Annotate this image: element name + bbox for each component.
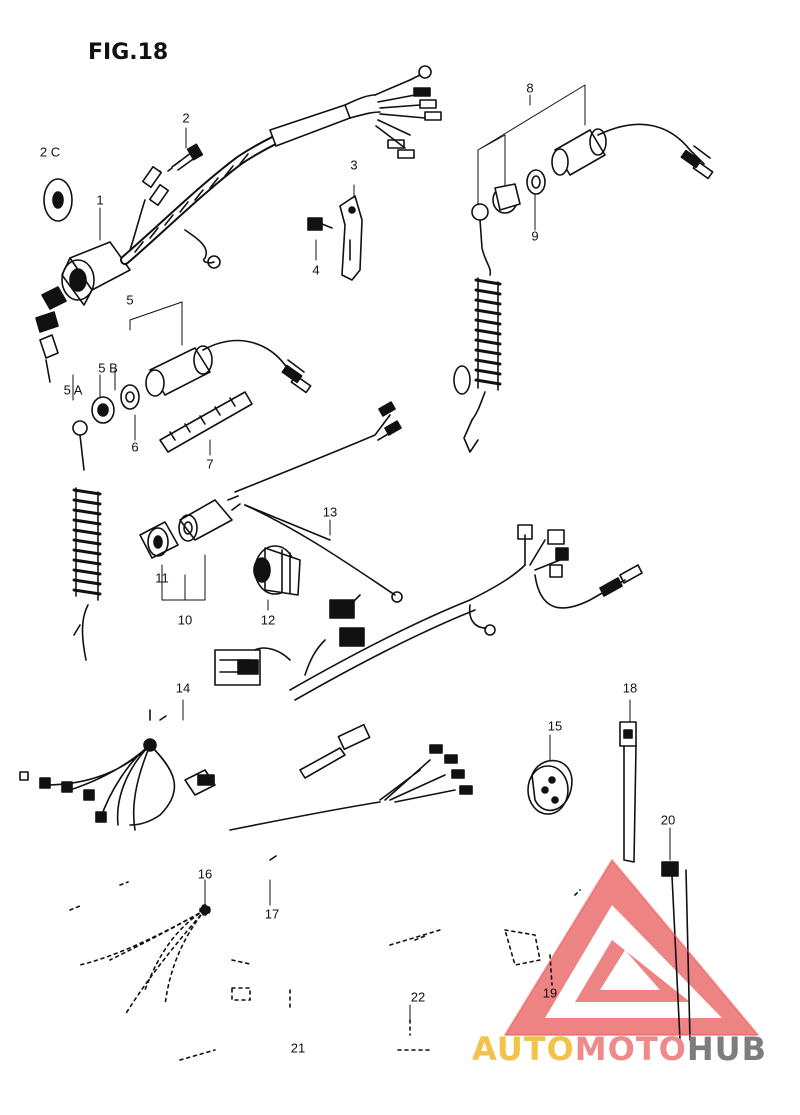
part-13-wire (244, 504, 331, 541)
callout-2: 2 (182, 110, 190, 126)
callout-19: 19 (542, 985, 558, 1001)
callout-11: 11 (155, 570, 169, 586)
watermark-text: AUTOMOTOHUB (472, 1030, 767, 1068)
callout-4: 4 (312, 262, 320, 278)
callout-16: 16 (197, 866, 213, 882)
part-19-piece (504, 889, 581, 986)
part-16-harness (69, 881, 211, 1016)
part-18-strap (619, 721, 637, 863)
part-5-switch (91, 339, 312, 424)
watermark-hub: HUB (686, 1030, 768, 1068)
callout-5a: 5 A (63, 382, 83, 398)
main-wire-harness (214, 401, 643, 701)
callout-7: 7 (206, 456, 214, 472)
part-5a-lanyard-coil (72, 420, 102, 661)
callout-22: 22 (410, 989, 426, 1005)
part-22-piece (179, 929, 441, 1061)
part-4-screw (307, 217, 333, 231)
part-12-grommet (253, 545, 301, 596)
leader-lines (72, 84, 671, 1021)
part-2c-washer (43, 178, 73, 222)
callout-12: 12 (260, 612, 276, 628)
ignition-harness (120, 65, 442, 269)
part-10-switch-body (178, 495, 241, 542)
callout-10: 10 (177, 612, 193, 628)
callout-17: 17 (264, 906, 280, 922)
callout-1: 1 (96, 192, 104, 208)
callout-15: 15 (547, 718, 563, 734)
callout-21: 21 (290, 1040, 306, 1056)
callout-14: 14 (175, 680, 191, 696)
callout-5b: 5 B (98, 360, 118, 376)
watermark-auto: AUTO (472, 1030, 575, 1068)
callout-5: 5 (126, 292, 134, 308)
callout-20: 20 (660, 812, 676, 828)
part-20-rod (661, 861, 691, 1041)
callout-8: 8 (526, 80, 534, 96)
watermark-moto: MOTO (574, 1030, 687, 1068)
part-8-lanyard-coil (453, 203, 502, 453)
part-2-screw (167, 143, 204, 172)
part-21-piece (231, 959, 291, 1009)
callout-3: 3 (350, 157, 358, 173)
watermark-logo-outline (504, 859, 759, 1036)
figure-title: FIG.18 (88, 40, 169, 65)
callout-6: 6 (131, 439, 139, 455)
part-3-bracket (339, 195, 363, 281)
part-1-ignition-switch (35, 241, 131, 383)
callout-2c: 2 C (39, 144, 61, 160)
callout-13: 13 (322, 504, 338, 520)
part-15-cap (527, 759, 573, 815)
part-8-kill-switch (492, 123, 714, 214)
callout-9: 9 (531, 228, 539, 244)
part-17-harness (229, 723, 473, 861)
part-7-tube (159, 391, 253, 453)
watermark-logo (505, 860, 758, 1035)
part-14-harness (19, 709, 216, 831)
part-11-plug (139, 521, 179, 559)
callout-18: 18 (622, 680, 638, 696)
